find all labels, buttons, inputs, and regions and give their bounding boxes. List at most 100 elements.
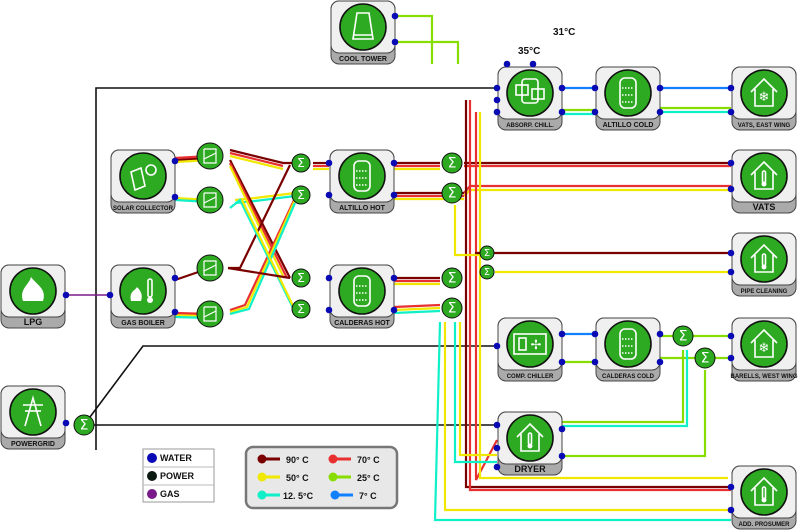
pipe-line bbox=[433, 321, 731, 522]
heat-exchanger[interactable] bbox=[196, 186, 224, 214]
port-connector[interactable] bbox=[171, 274, 179, 282]
port-connector[interactable] bbox=[558, 108, 566, 116]
port-connector[interactable] bbox=[591, 330, 599, 338]
port-connector[interactable] bbox=[325, 159, 333, 167]
sum-junction[interactable]: Σ bbox=[479, 264, 495, 280]
node-pipecleaning[interactable]: PIPE CLEANING bbox=[727, 232, 797, 297]
node-label: ADD. PROSUMER bbox=[738, 522, 790, 528]
port-connector[interactable] bbox=[591, 84, 599, 92]
port-connector[interactable] bbox=[727, 84, 735, 92]
flame-icon bbox=[22, 277, 44, 301]
node-icon-circle bbox=[740, 235, 788, 283]
port-connector[interactable] bbox=[493, 444, 501, 452]
port-connector[interactable] bbox=[558, 358, 566, 366]
node-solar[interactable]: SOLAR COLLECTOR bbox=[110, 149, 179, 214]
port-connector[interactable] bbox=[727, 332, 735, 340]
node-calderashot[interactable]: CALDERAS HOT bbox=[325, 264, 398, 329]
sum-junction[interactable]: Σ bbox=[441, 297, 463, 319]
port-connector[interactable] bbox=[727, 506, 735, 514]
port-connector[interactable] bbox=[727, 354, 735, 362]
port-connector[interactable] bbox=[493, 108, 501, 116]
port-connector[interactable] bbox=[493, 421, 501, 429]
port-connector[interactable] bbox=[591, 358, 599, 366]
port-connector[interactable] bbox=[656, 358, 664, 366]
node-powergrid[interactable]: POWERGRID bbox=[0, 385, 70, 450]
port-connector[interactable] bbox=[727, 159, 735, 167]
node-absorp[interactable]: ABSORP. CHILL. bbox=[493, 60, 566, 131]
heat-exchanger[interactable] bbox=[196, 142, 224, 170]
port-connector[interactable] bbox=[558, 425, 566, 433]
sum-junction[interactable]: Σ bbox=[291, 299, 311, 319]
port-connector[interactable] bbox=[727, 268, 735, 276]
sum-junction[interactable]: Σ bbox=[441, 182, 463, 204]
sum-junction[interactable]: Σ bbox=[291, 268, 311, 288]
port-connector[interactable] bbox=[390, 274, 398, 282]
port-connector[interactable] bbox=[390, 306, 398, 314]
port-connector[interactable] bbox=[727, 108, 735, 116]
port-connector[interactable] bbox=[391, 38, 399, 46]
port-connector[interactable] bbox=[727, 185, 735, 193]
sum-junction[interactable]: Σ bbox=[291, 185, 311, 205]
sum-junction[interactable]: Σ bbox=[694, 347, 716, 369]
sum-junction[interactable]: Σ bbox=[441, 152, 463, 174]
pipe-line bbox=[83, 345, 497, 426]
port-connector[interactable] bbox=[325, 191, 333, 199]
port-connector[interactable] bbox=[106, 291, 114, 299]
port-connector[interactable] bbox=[493, 463, 501, 471]
port-connector[interactable] bbox=[493, 84, 501, 92]
port-connector[interactable] bbox=[325, 306, 333, 314]
port-connector[interactable] bbox=[171, 157, 179, 165]
port-connector[interactable] bbox=[171, 193, 179, 201]
node-barells[interactable]: ❄BARELLS, WEST WING bbox=[727, 317, 798, 382]
tank-icon bbox=[619, 328, 637, 360]
sum-junction[interactable]: Σ bbox=[672, 325, 694, 347]
node-lpg[interactable]: LPG bbox=[0, 264, 70, 329]
port-connector[interactable] bbox=[591, 108, 599, 116]
port-connector[interactable] bbox=[390, 159, 398, 167]
port-connector[interactable] bbox=[62, 419, 70, 427]
node-altillohot[interactable]: ALTILLO HOT bbox=[325, 149, 398, 214]
legend-gas: GAS bbox=[160, 489, 180, 499]
port-connector[interactable] bbox=[325, 274, 333, 282]
port-connector[interactable] bbox=[656, 330, 664, 338]
node-dryer[interactable]: DRYER bbox=[493, 411, 566, 476]
port-connector[interactable] bbox=[171, 308, 179, 316]
node-vatseast[interactable]: ❄VATS, EAST WING bbox=[727, 66, 797, 131]
port-connector[interactable] bbox=[390, 191, 398, 199]
port-connector[interactable] bbox=[727, 249, 735, 257]
port-connector[interactable] bbox=[558, 452, 566, 460]
port-connector[interactable] bbox=[727, 483, 735, 491]
port-connector[interactable] bbox=[493, 342, 501, 350]
node-icon-circle bbox=[604, 320, 652, 368]
node-label: BARELLS, WEST WING bbox=[731, 374, 798, 380]
heat-exchanger[interactable] bbox=[196, 300, 224, 328]
heat-exchanger[interactable] bbox=[196, 254, 224, 282]
node-addprosumer[interactable]: ADD. PROSUMER bbox=[727, 465, 797, 530]
sum-junction[interactable]: Σ bbox=[73, 414, 95, 436]
port-connector[interactable] bbox=[529, 60, 537, 68]
carrier-legend: WATER POWER GAS bbox=[142, 448, 215, 503]
sum-junction[interactable]: Σ bbox=[479, 245, 495, 261]
sum-icon: Σ bbox=[448, 186, 457, 202]
port-connector[interactable] bbox=[558, 84, 566, 92]
node-vats[interactable]: VATS bbox=[727, 149, 797, 214]
sum-junction[interactable]: Σ bbox=[291, 153, 311, 173]
port-connector[interactable] bbox=[558, 330, 566, 338]
node-calderascold[interactable]: CALDERAS COLD bbox=[591, 317, 664, 382]
port-connector[interactable] bbox=[656, 84, 664, 92]
node-altillocold[interactable]: ALTILLO COLD bbox=[591, 66, 664, 131]
port-connector[interactable] bbox=[391, 12, 399, 20]
sum-junction[interactable]: Σ bbox=[441, 267, 463, 289]
port-connector[interactable] bbox=[493, 96, 501, 104]
node-compchiller[interactable]: ✢COMP. CHILLER bbox=[493, 317, 566, 382]
pipe-line bbox=[229, 151, 284, 168]
node-gasboiler[interactable]: GAS BOILER bbox=[106, 264, 179, 329]
sum-icon: Σ bbox=[679, 329, 688, 345]
port-connector[interactable] bbox=[656, 108, 664, 116]
node-cooltower[interactable]: COOL TOWER bbox=[330, 0, 399, 65]
port-connector[interactable] bbox=[62, 291, 70, 299]
sum-icon: Σ bbox=[297, 155, 305, 170]
port-connector[interactable] bbox=[503, 60, 511, 68]
sum-icon: Σ bbox=[484, 248, 490, 259]
temp-label-35: 35°C bbox=[518, 46, 540, 57]
